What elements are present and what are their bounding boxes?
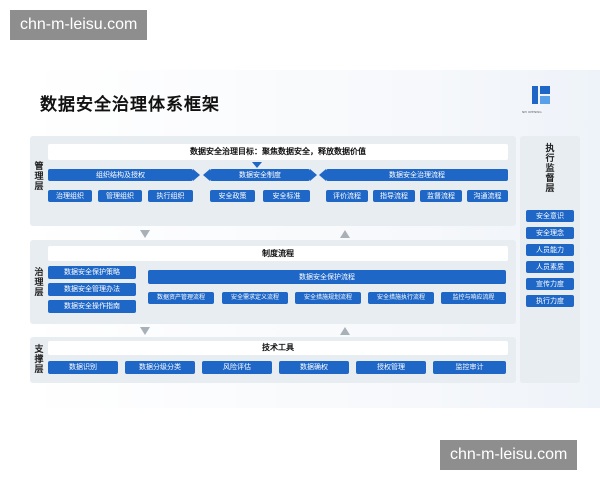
group-org-structure: 组织结构及授权 [48, 169, 193, 181]
watermark-bottom: chn-m-leisu.com [440, 440, 578, 470]
right-arrow-icon [310, 169, 317, 181]
management-panel: 管理层 数据安全治理目标：聚焦数据安全，释放数据价值 组织结构及授权 数据安全制… [30, 136, 516, 226]
group-governance-process: 数据安全治理流程 [326, 169, 508, 181]
down-arrow-icon [140, 230, 150, 238]
process-title: 数据安全保护流程 [148, 270, 506, 284]
policy-item: 数据安全管理办法 [48, 283, 136, 296]
policy-item: 数据安全保护策略 [48, 266, 136, 279]
watermark-top: chn-m-leisu.com [10, 10, 148, 40]
right-arrow-icon [193, 169, 200, 181]
framework-slide: 数据安全治理体系框架 NPI OPENING 管理层 数据安全治理目标：聚焦数据… [26, 70, 600, 408]
management-label: 管理层 [34, 162, 44, 192]
execution-item: 人员素质 [526, 261, 574, 273]
execution-item: 宣传力度 [526, 278, 574, 290]
execution-label: 执行监督层 [545, 144, 555, 194]
down-arrow-icon [252, 162, 262, 168]
tool-item: 授权管理 [356, 361, 426, 374]
mgmt-item: 管理组织 [98, 190, 142, 202]
tool-item: 数据识别 [48, 361, 118, 374]
mgmt-item: 指导流程 [373, 190, 415, 202]
mgmt-item: 安全标准 [263, 190, 310, 202]
page-title: 数据安全治理体系框架 [40, 95, 220, 115]
mgmt-item: 评价流程 [326, 190, 368, 202]
tool-item: 数据确权 [279, 361, 349, 374]
down-arrow-icon [140, 327, 150, 335]
mgmt-item: 沟通流程 [467, 190, 508, 202]
group-security-policy: 数据安全制度 [210, 169, 310, 181]
mgmt-item: 监督流程 [420, 190, 462, 202]
logo-subtext: NPI OPENING [522, 110, 542, 114]
up-arrow-icon [340, 327, 350, 335]
execution-item: 安全理念 [526, 227, 574, 239]
support-header: 技术工具 [48, 341, 508, 355]
governance-header: 制度流程 [48, 246, 508, 261]
process-item: 安全措施规划流程 [295, 292, 361, 304]
support-label: 支撑层 [34, 345, 44, 375]
mgmt-item: 治理组织 [48, 190, 92, 202]
up-arrow-icon [340, 230, 350, 238]
tool-item: 监控审计 [433, 361, 506, 374]
mgmt-item: 执行组织 [148, 190, 193, 202]
process-item: 数据资产管理流程 [148, 292, 214, 304]
tool-item: 数据分级分类 [125, 361, 195, 374]
mgmt-item: 安全政策 [210, 190, 255, 202]
policy-item: 数据安全操作指南 [48, 300, 136, 313]
execution-item: 安全意识 [526, 210, 574, 222]
brand-logo-icon [532, 86, 550, 104]
execution-panel: 执行监督层 安全意识 安全理念 人员能力 人员素质 宣传力度 执行力度 [520, 136, 580, 383]
governance-label: 治理层 [34, 268, 44, 298]
management-goal: 数据安全治理目标：聚焦数据安全，释放数据价值 [48, 144, 508, 160]
governance-panel: 治理层 制度流程 数据安全保护策略 数据安全管理办法 数据安全操作指南 数据安全… [30, 240, 516, 324]
left-arrow-icon [203, 169, 210, 181]
process-item: 安全措施执行流程 [368, 292, 434, 304]
process-item: 安全需求定义流程 [222, 292, 288, 304]
execution-item: 执行力度 [526, 295, 574, 307]
tool-item: 风险评估 [202, 361, 272, 374]
execution-item: 人员能力 [526, 244, 574, 256]
process-item: 监控与响应流程 [441, 292, 506, 304]
support-panel: 支撑层 技术工具 数据识别 数据分级分类 风险评估 数据确权 授权管理 监控审计 [30, 337, 516, 383]
left-arrow-icon [319, 169, 326, 181]
